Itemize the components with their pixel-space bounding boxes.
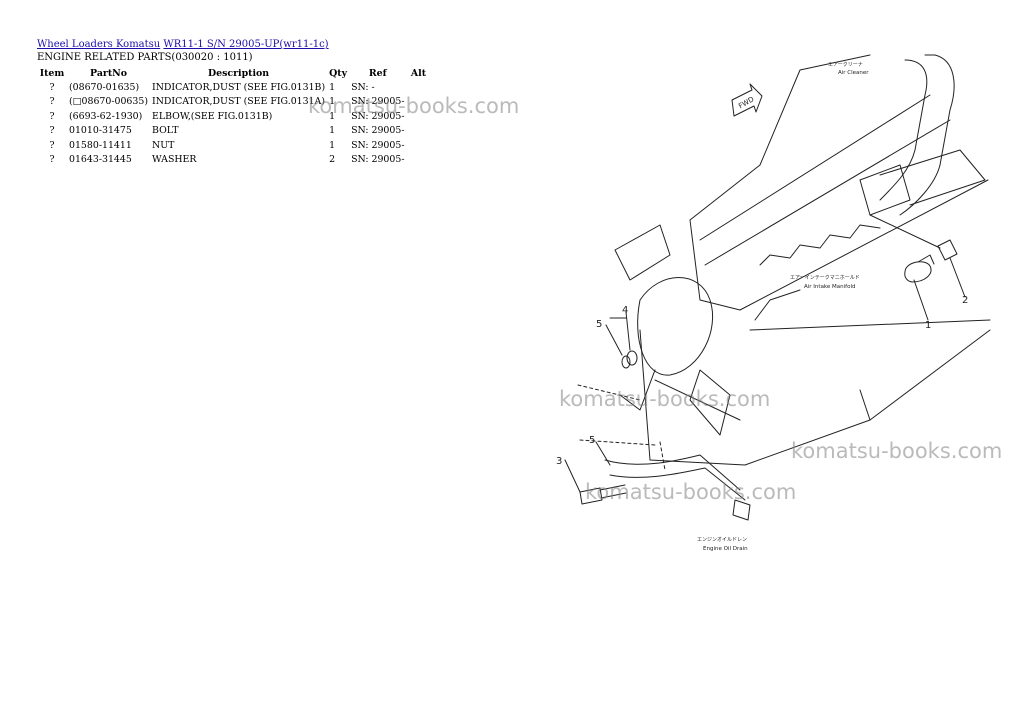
- cell-ref: SN: 29005-: [351, 110, 405, 122]
- cell-qty: 1: [329, 125, 336, 137]
- cell-qty: 1: [329, 139, 336, 151]
- cell-qty: 1: [329, 96, 336, 108]
- table-row: ? (□08670-00635) INDICATOR,DUST (SEE FIG…: [37, 95, 430, 110]
- oil-drain-label: Engine Oil Drain: [703, 546, 748, 552]
- cell-alt: [406, 124, 430, 139]
- callout-4: 4: [622, 305, 628, 316]
- callout-5: 5: [596, 319, 602, 330]
- cell-alt: [406, 153, 430, 168]
- cell-description: WASHER: [152, 154, 197, 166]
- engine-lower-outline: [639, 329, 871, 466]
- cell-alt: [406, 95, 430, 110]
- cell-qty: 1: [329, 110, 336, 122]
- cell-ref: SN: 29005-: [351, 125, 405, 137]
- cell-ref: SN: 29005-: [351, 96, 405, 108]
- fwd-arrow-icon: [731, 83, 763, 117]
- cell-item: ?: [49, 96, 55, 108]
- fwd-label: FWD: [737, 95, 755, 110]
- cell-description: INDICATOR,DUST (SEE FIG.0131A): [152, 96, 325, 108]
- cell-item: ?: [49, 139, 55, 151]
- fan-hub: [637, 277, 714, 376]
- col-header-item: Item: [39, 67, 65, 79]
- callout-2: 2: [962, 295, 968, 306]
- cell-item: ?: [49, 154, 55, 166]
- cell-partno: 01580-11411: [69, 139, 132, 151]
- cell-description: BOLT: [152, 125, 179, 137]
- bolt-part: [579, 484, 627, 505]
- intake-label: Air Intake Manifold: [804, 284, 856, 290]
- callout-5: 5: [589, 435, 595, 446]
- col-header-partno: PartNo: [90, 67, 127, 79]
- fan-blade-lower: [619, 369, 731, 436]
- section-title: ENGINE RELATED PARTS(030020 : 1011): [37, 52, 253, 63]
- breadcrumb: Wheel Loaders Komatsu WR11-1 S/N 29005-U…: [37, 39, 329, 50]
- breadcrumb-link-wheel-loaders[interactable]: Wheel Loaders Komatsu: [37, 39, 161, 50]
- air-cleaner-label: Air Cleaner: [838, 70, 869, 76]
- air-cleaner-jp-label: エアークリーナ: [828, 62, 863, 68]
- engine-block-outline: [689, 54, 991, 466]
- cell-ref: SN: -: [351, 81, 375, 93]
- cell-item: ?: [49, 110, 55, 122]
- table-row: ? (08670-01635) INDICATOR,DUST (SEE FIG.…: [37, 80, 430, 95]
- fan-blade-upper: [614, 224, 671, 281]
- breadcrumb-link-model[interactable]: WR11-1 S/N 29005-UP(wr11-1c): [163, 39, 329, 50]
- callout-1: 1: [925, 320, 931, 331]
- cell-item: ?: [49, 125, 55, 137]
- dust-indicator-part: [904, 254, 935, 283]
- col-header-alt: Alt: [410, 67, 427, 79]
- cell-ref: SN: 29005-: [351, 139, 405, 151]
- reference-outline: [577, 384, 666, 471]
- air-cleaner-pipe: [879, 54, 955, 216]
- parts-table: Item PartNo Description Qty Ref Alt ? (0…: [37, 66, 430, 167]
- cell-partno: 01010-31475: [69, 125, 132, 137]
- washer-part: [626, 350, 638, 366]
- cell-ref: SN: 29005-: [351, 154, 405, 166]
- drain-hose: [604, 454, 746, 501]
- cell-qty: 2: [329, 154, 336, 166]
- table-row: ? (6693-62-1930) ELBOW,(SEE FIG.0131B) 1…: [37, 109, 430, 124]
- cell-alt: [406, 109, 430, 124]
- table-header-row: Item PartNo Description Qty Ref Alt: [37, 66, 430, 80]
- drain-fitting: [732, 499, 751, 521]
- cell-partno: (08670-01635): [69, 81, 140, 93]
- cell-partno: (□08670-00635): [69, 96, 148, 108]
- col-header-qty: Qty: [329, 67, 348, 79]
- callout-3: 3: [556, 456, 562, 467]
- intake-jp-label: エアーインテークマニホールド: [790, 275, 860, 281]
- manifold-ridges: [754, 224, 881, 321]
- cell-partno: (6693-62-1930): [69, 110, 143, 122]
- cell-alt: [406, 138, 430, 153]
- intake-elbow: [859, 149, 986, 216]
- cell-description: ELBOW,(SEE FIG.0131B): [152, 110, 273, 122]
- washer-part: [621, 355, 631, 369]
- cell-item: ?: [49, 81, 55, 93]
- col-header-description: Description: [208, 67, 270, 79]
- cell-partno: 01643-31445: [69, 154, 132, 166]
- oil-drain-jp-label: エンジンオイルドレン: [697, 537, 747, 543]
- cell-qty: 1: [329, 81, 336, 93]
- table-row: ? 01643-31445 WASHER 2 SN: 29005-: [37, 153, 430, 168]
- parts-diagram: エアークリーナ Air Cleaner FWD エアーインテークマニホールド A…: [556, 54, 991, 552]
- leader-lines: [564, 214, 966, 493]
- table-row: ? 01010-31475 BOLT 1 SN: 29005-: [37, 124, 430, 139]
- cell-description: INDICATOR,DUST (SEE FIG.0131B): [152, 81, 326, 93]
- elbow-part: [937, 239, 958, 261]
- col-header-ref: Ref: [368, 67, 387, 79]
- table-row: ? 01580-11411 NUT 1 SN: 29005-: [37, 138, 430, 153]
- cell-alt: [406, 80, 430, 95]
- cell-description: NUT: [152, 139, 175, 151]
